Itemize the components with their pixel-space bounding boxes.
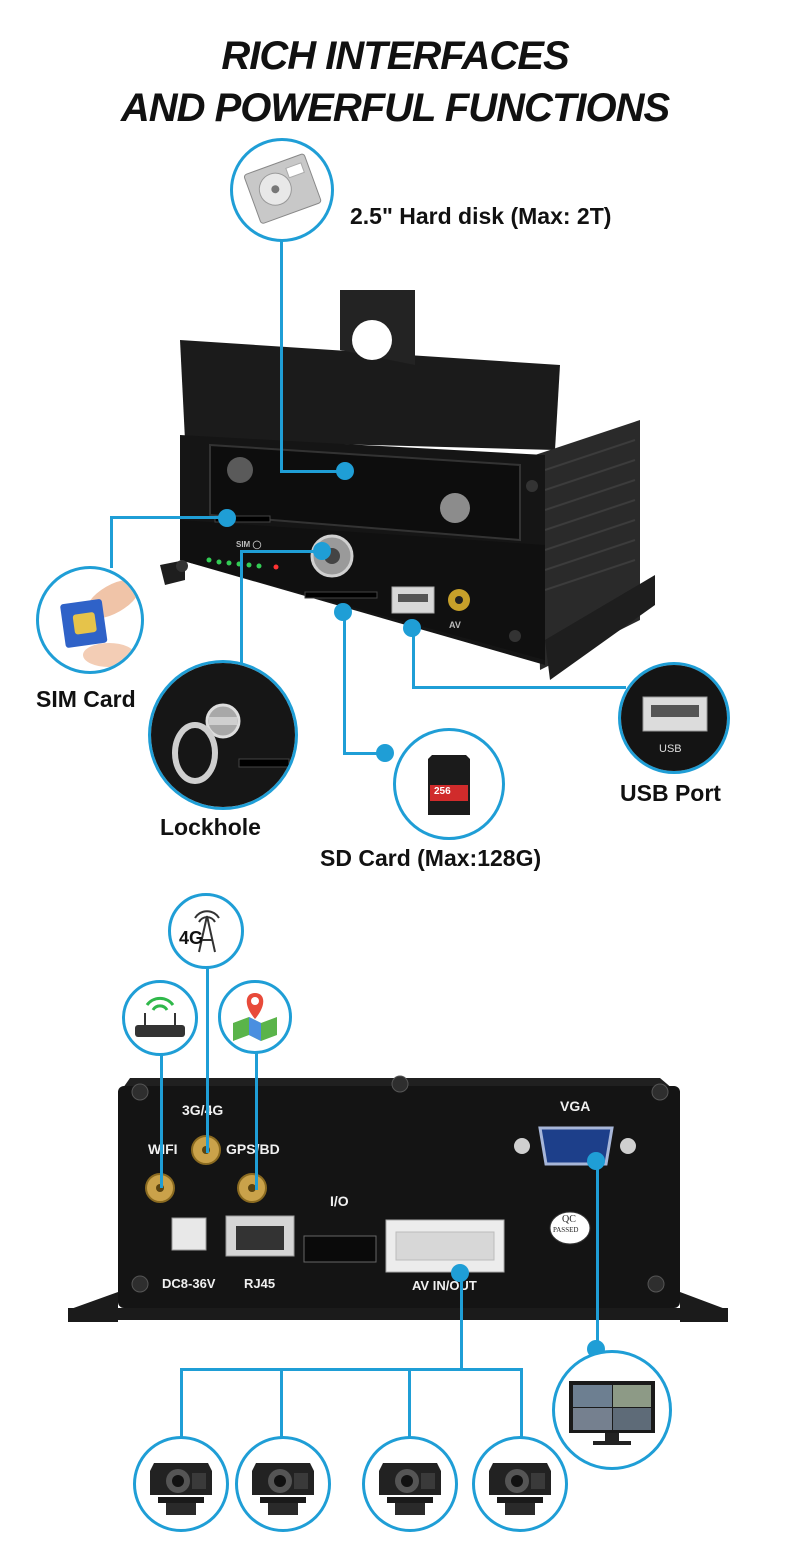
- dvr-rear-illustration: [68, 1075, 728, 1322]
- wifi-router-icon: [135, 996, 185, 1037]
- camera-icon-1: [150, 1463, 212, 1515]
- page-title-line-1: RICH INTERFACES: [221, 34, 569, 78]
- hard-disk-inset: [230, 138, 334, 242]
- 4g-icon-text: 4G: [179, 928, 204, 948]
- camera-inset-4: [472, 1436, 568, 1532]
- 4g-antenna-icon: [194, 910, 220, 953]
- camera-inset-1: [133, 1436, 229, 1532]
- port-rj45-label: RJ45: [244, 1276, 276, 1291]
- port-power-label: DC8-36V: [162, 1276, 216, 1291]
- monitor-inset: [552, 1350, 672, 1470]
- hard-disk-icon: [243, 153, 322, 224]
- usb-port-label: USB Port: [620, 780, 721, 806]
- front-av-label: AV: [449, 620, 461, 630]
- usb-inset-text: USB: [659, 743, 682, 755]
- lock-key-icon: [151, 663, 295, 807]
- front-lower-panel: [180, 520, 545, 660]
- camera-inset-2: [235, 1436, 331, 1532]
- dvr-front-illustration: [160, 290, 655, 680]
- power-connector: [171, 1217, 207, 1251]
- sim-card-label: SIM Card: [36, 686, 136, 712]
- sim-marker: [218, 509, 236, 527]
- camera-icon-2: [252, 1463, 314, 1515]
- qc-stamp-bottom: PASSED: [553, 1226, 579, 1234]
- camera-icon-3: [379, 1463, 441, 1515]
- lockhole-label: Lockhole: [160, 814, 261, 840]
- port-av-label: AV IN/OUT: [412, 1278, 477, 1293]
- sim-card-inset: [36, 566, 144, 674]
- side-fins: [544, 439, 636, 591]
- front-sd-slot: [304, 591, 378, 599]
- hdd-marker: [336, 462, 354, 480]
- sd-card-label: SD Card (Max:128G): [320, 845, 542, 871]
- front-sim-label: SIM ◯: [236, 540, 262, 549]
- camera-icon-4: [489, 1463, 551, 1515]
- port-gps-label: GPS/BD: [226, 1141, 280, 1157]
- lockhole-inset: [148, 660, 298, 810]
- port-vga-label: VGA: [560, 1098, 591, 1114]
- sim-card-icon: [60, 579, 140, 667]
- page-title-line-2: AND POWERFUL FUNCTIONS: [120, 86, 670, 130]
- gps-map-icon: [233, 993, 277, 1041]
- usb-marker: [403, 619, 421, 637]
- camera-inset-3: [362, 1436, 458, 1532]
- io-connector: [303, 1235, 377, 1263]
- usb-port-icon: [621, 665, 727, 771]
- hdd-bracket: [180, 340, 560, 450]
- lock-marker: [313, 542, 331, 560]
- 4g-antenna-inset: 4G: [168, 893, 244, 969]
- mount-flange-right: [545, 575, 655, 680]
- hdd-screw-left: [227, 457, 253, 483]
- usb-port-inset: USB: [618, 662, 730, 774]
- port-3g4g-label: 3G/4G: [182, 1102, 224, 1118]
- hdd-screw-right: [440, 493, 470, 523]
- front-sim-slot: [214, 515, 271, 523]
- sd-card-inset: 256: [393, 728, 505, 840]
- sd-marker: [334, 603, 352, 621]
- bracket-hole: [352, 320, 392, 360]
- sd-card-icon: [428, 755, 470, 815]
- port-io-label: I/O: [330, 1193, 349, 1209]
- hard-disk-label: 2.5" Hard disk (Max: 2T): [350, 203, 612, 229]
- wifi-router-inset: [122, 980, 198, 1056]
- gps-map-inset: [218, 980, 292, 1054]
- qc-stamp-top: QC: [562, 1214, 576, 1225]
- monitor-icon: [569, 1381, 655, 1445]
- sd-card-capacity-text: 256: [434, 786, 451, 797]
